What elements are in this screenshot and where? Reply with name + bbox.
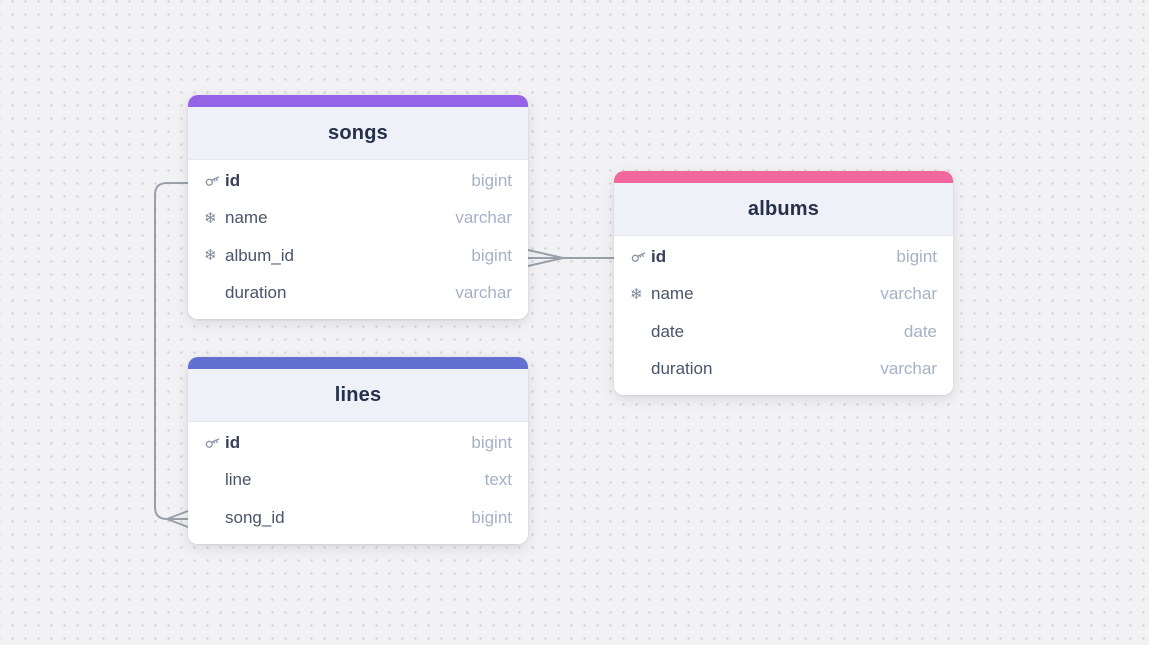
- field-name: id: [225, 170, 241, 190]
- field-row-id[interactable]: id bigint: [188, 162, 528, 200]
- snowflake-icon: ❄: [204, 209, 217, 227]
- relationship-songs-lines[interactable]: [154, 182, 189, 528]
- field-row-duration[interactable]: duration varchar: [614, 351, 953, 389]
- field-row-name[interactable]: ❄ name varchar: [188, 200, 528, 238]
- field-type: varchar: [455, 283, 512, 303]
- field-row-duration[interactable]: duration varchar: [188, 275, 528, 313]
- table-card-albums[interactable]: albums id bigint ❄ name varchar date dat…: [614, 171, 953, 395]
- field-name: name: [225, 208, 268, 228]
- key-icon: [204, 172, 225, 189]
- field-name: line: [225, 470, 252, 490]
- table-title: albums: [747, 197, 820, 220]
- table-card-songs[interactable]: songs id bigint ❄ name varchar ❄ album_i…: [188, 95, 528, 319]
- table-card-lines[interactable]: lines id bigint line text song_id bigint: [188, 357, 528, 544]
- field-row-id[interactable]: id bigint: [614, 238, 953, 276]
- field-row-id[interactable]: id bigint: [188, 424, 528, 462]
- field-type: bigint: [471, 245, 512, 265]
- table-header-lines[interactable]: lines: [188, 369, 528, 422]
- field-name: name: [651, 284, 694, 304]
- key-icon: [630, 248, 651, 265]
- snowflake-icon: ❄: [630, 285, 643, 303]
- field-type: text: [484, 470, 512, 490]
- field-name: date: [651, 321, 685, 341]
- field-type: varchar: [455, 208, 512, 228]
- field-type: varchar: [880, 359, 937, 379]
- field-row-name[interactable]: ❄ name varchar: [614, 276, 953, 314]
- field-type: bigint: [471, 507, 512, 527]
- field-name: id: [225, 432, 241, 452]
- table-header-songs[interactable]: songs: [188, 107, 528, 160]
- table-fields: id bigint ❄ name varchar ❄ album_id bigi…: [188, 160, 528, 319]
- field-name: album_id: [225, 245, 294, 265]
- field-type: bigint: [896, 246, 937, 266]
- table-fields: id bigint line text song_id bigint: [188, 422, 528, 544]
- field-row-album-id[interactable]: ❄ album_id bigint: [188, 237, 528, 275]
- snowflake-icon: ❄: [204, 247, 217, 265]
- table-title: songs: [328, 121, 388, 144]
- table-accent-bar: [188, 357, 528, 369]
- table-title: lines: [334, 383, 382, 406]
- field-type: bigint: [471, 170, 512, 190]
- field-row-song-id[interactable]: song_id bigint: [188, 499, 528, 537]
- table-accent-bar: [188, 95, 528, 107]
- field-type: date: [903, 321, 937, 341]
- field-row-date[interactable]: date date: [614, 313, 953, 351]
- key-icon: [204, 434, 225, 451]
- field-row-line[interactable]: line text: [188, 462, 528, 500]
- field-name: id: [651, 246, 667, 266]
- field-name: duration: [225, 283, 287, 303]
- table-fields: id bigint ❄ name varchar date date durat…: [614, 236, 953, 395]
- table-accent-bar: [614, 171, 953, 183]
- relationship-albums-songs[interactable]: [527, 249, 615, 267]
- field-name: song_id: [225, 507, 285, 527]
- field-type: varchar: [880, 284, 937, 304]
- field-name: duration: [651, 359, 713, 379]
- field-type: bigint: [471, 432, 512, 452]
- table-header-albums[interactable]: albums: [614, 183, 953, 236]
